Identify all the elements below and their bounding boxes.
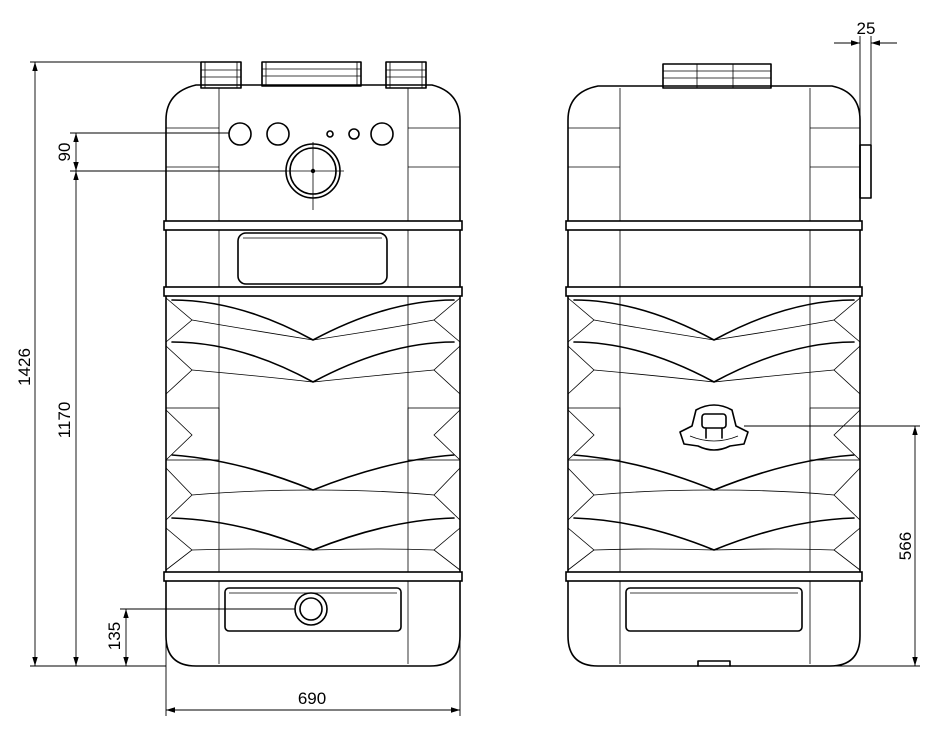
side-view	[565, 63, 872, 667]
side-bottom-foot	[697, 660, 731, 667]
side-bottom-recess	[625, 587, 803, 632]
dim-label-width: 690	[298, 689, 326, 708]
dim-label-fitting-protrusion: 25	[857, 19, 876, 38]
front-bands	[163, 220, 463, 582]
front-ribs	[165, 297, 461, 571]
dim-label-side-outlet-height: 566	[896, 532, 915, 560]
dim-label-bottom-outlet-height: 135	[105, 622, 124, 650]
front-bottom-recess	[224, 587, 402, 632]
front-tank-outline	[165, 84, 461, 667]
dimension-lines	[30, 36, 920, 716]
side-ribs	[567, 297, 861, 571]
front-label-recess	[237, 232, 388, 285]
side-outlet	[679, 404, 749, 451]
dim-label-total-height: 1426	[15, 348, 34, 386]
side-fitting	[859, 144, 872, 199]
dim-label-top-offset: 90	[55, 143, 74, 162]
front-top-fittings	[200, 61, 427, 89]
dimension-labels: 1426 1170 90 135 690 25 566	[15, 19, 915, 708]
front-openings	[228, 122, 394, 210]
side-top-fittings	[662, 63, 772, 89]
front-bottom-outlet	[294, 592, 328, 626]
dim-label-inlet-height: 1170	[55, 402, 74, 439]
side-bands	[565, 220, 863, 582]
front-view	[163, 61, 463, 667]
